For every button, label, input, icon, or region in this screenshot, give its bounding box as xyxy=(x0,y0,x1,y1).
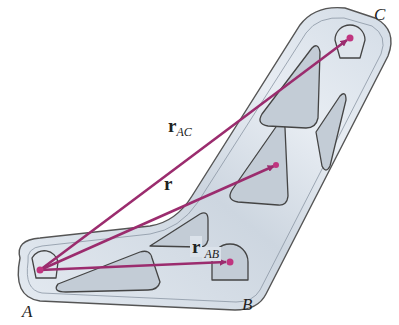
point-dot xyxy=(37,267,44,274)
vector-subscript: AB xyxy=(202,247,221,261)
vector-arrow xyxy=(40,40,347,270)
bracket-plate xyxy=(18,8,391,310)
point-dot xyxy=(347,35,354,42)
point-label: C xyxy=(374,6,385,23)
cutout xyxy=(260,46,320,128)
point-dot xyxy=(273,162,279,168)
vector-label: r xyxy=(190,236,202,257)
cutout xyxy=(230,122,288,205)
point-dot xyxy=(227,259,234,266)
bracket-inner-edge xyxy=(27,18,383,302)
point-label: B xyxy=(242,296,252,313)
vector-arrow xyxy=(40,166,274,270)
vector-label: r xyxy=(164,174,172,193)
cutout xyxy=(316,94,346,170)
vector-subscript: AC xyxy=(176,126,191,138)
pin-hole-c xyxy=(335,25,365,58)
vector-label: r xyxy=(168,116,176,135)
point-label: A xyxy=(22,303,32,320)
cutout xyxy=(56,251,160,292)
vector-arrow xyxy=(40,262,226,270)
